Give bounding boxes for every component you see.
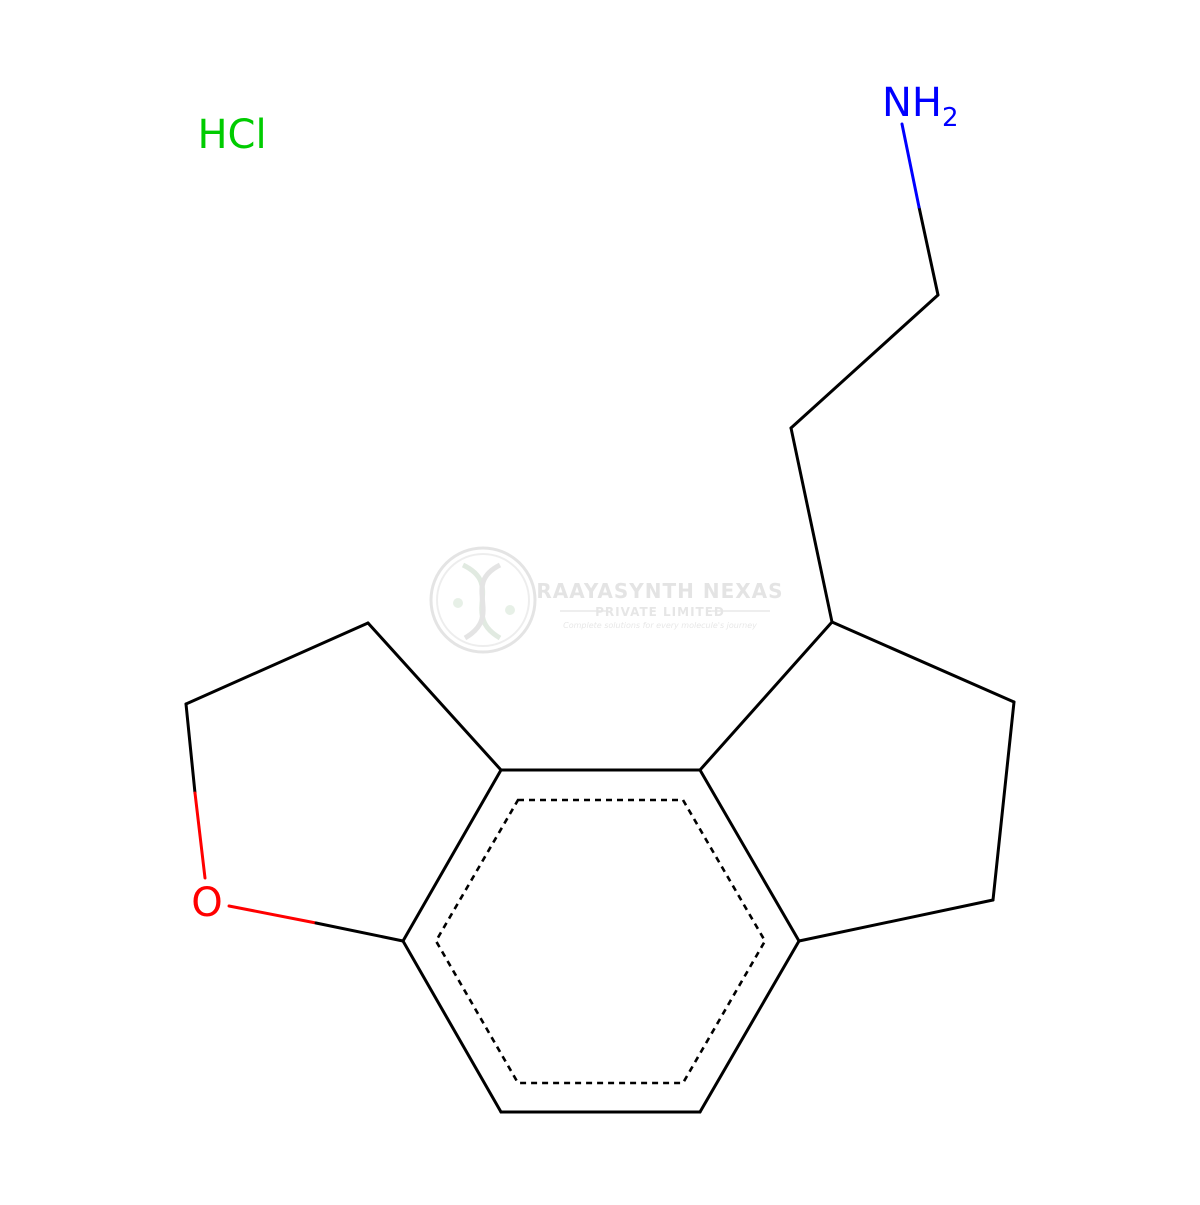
bond-df-3 <box>184 702 197 795</box>
bond-cp-2 <box>991 700 1016 902</box>
bond-bz-6 <box>401 768 503 943</box>
bond-ring-to-chain <box>789 426 834 624</box>
watermark-subtitle: PRIVATE LIMITED <box>595 605 725 619</box>
bond-chain-ch2-ch2 <box>789 293 940 430</box>
bond-bz-2 <box>698 768 801 943</box>
bond-chain-to-amine <box>917 205 940 297</box>
bond-amine-segment <box>900 122 921 209</box>
bond-cp-4 <box>698 620 834 772</box>
bond-df-2 <box>184 621 370 706</box>
watermark-tagline: Complete solutions for every molecule's … <box>563 621 757 630</box>
bond-df-1 <box>366 621 503 772</box>
watermark-company: RAAYASYNTH NEXAS <box>536 579 783 603</box>
bond-bz-3 <box>698 939 801 1114</box>
oxygen-label: O <box>191 880 222 926</box>
amine-label: NH2 <box>882 80 959 133</box>
bond-df-o-segment-2 <box>227 904 318 925</box>
watermark: RAAYASYNTH NEXAS PRIVATE LIMITED Complet… <box>429 546 783 654</box>
bond-cp-3 <box>797 898 995 943</box>
bond-cp-1 <box>830 620 1016 704</box>
watermark-logo-icon <box>429 546 537 654</box>
hcl-salt-label: HCl <box>197 112 266 158</box>
bond-bz-5 <box>401 939 503 1114</box>
bond-df-4 <box>314 921 405 943</box>
aromatic-ring-dashes <box>434 798 767 1085</box>
bond-df-o-segment-1 <box>193 791 207 880</box>
